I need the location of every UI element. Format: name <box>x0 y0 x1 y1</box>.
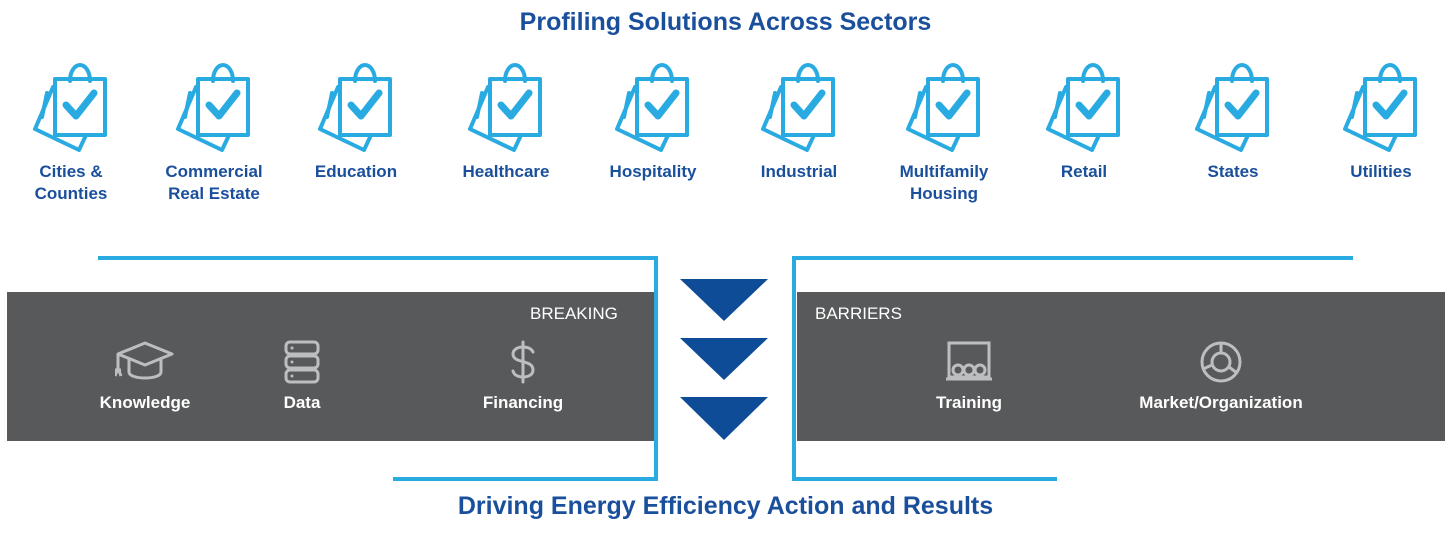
sector-label: Hospitality <box>609 162 697 181</box>
sector-label: Cities & Counties <box>34 162 108 203</box>
sector-label: Multifamily Housing <box>899 162 989 203</box>
clipboard-check-icon <box>176 63 250 152</box>
sector-label: Education <box>314 162 398 181</box>
top-title: Profiling Solutions Across Sectors <box>519 8 932 36</box>
bottom-title: Driving Energy Efficiency Action and Res… <box>457 492 994 520</box>
down-arrow-icon <box>680 397 768 440</box>
graduation-cap-icon <box>115 341 174 380</box>
sector-hospitality: Hospitality <box>588 55 718 183</box>
barrier-market-organization: Market/Organization <box>1136 340 1306 413</box>
left-bracket-top-line <box>98 256 658 260</box>
sector-label: Utilities <box>1350 162 1412 181</box>
breaking-band <box>7 292 654 441</box>
down-arrow-icon <box>680 279 768 321</box>
down-arrow-icon <box>680 338 768 380</box>
sector-states: States <box>1168 55 1298 183</box>
barriers-word: BARRIERS <box>815 304 902 323</box>
clipboard-check-icon <box>761 63 835 152</box>
sector-label: Industrial <box>760 162 838 181</box>
clipboard-check-icon <box>1343 63 1417 152</box>
breaking-word: BREAKING <box>530 304 618 323</box>
dollar-sign-icon <box>511 340 535 384</box>
sector-industrial: Industrial <box>734 55 864 183</box>
sector-education: Education <box>291 55 421 183</box>
barrier-label: Training <box>935 393 1003 412</box>
right-bracket-vertical-line <box>792 256 796 481</box>
sector-retail: Retail <box>1019 55 1149 183</box>
clipboard-check-icon <box>1046 63 1120 152</box>
barrier-data: Data <box>217 340 387 413</box>
clipboard-check-icon <box>615 63 689 152</box>
database-icon <box>284 340 320 384</box>
right-bracket-top-line <box>792 256 1353 260</box>
barrier-training: Training <box>884 340 1054 413</box>
barrier-label: Market/Organization <box>1139 393 1303 412</box>
down-arrows <box>680 279 768 440</box>
barrier-label: Data <box>283 393 321 412</box>
sector-label: Retail <box>1060 162 1108 181</box>
right-bracket-bottom-line <box>792 477 1057 481</box>
clipboard-check-icon <box>318 63 392 152</box>
barriers-band <box>797 292 1445 441</box>
donut-chart-icon <box>1200 341 1242 383</box>
barrier-knowledge: Knowledge <box>60 340 230 413</box>
sector-multifamily-housing: Multifamily Housing <box>879 55 1009 205</box>
clipboard-check-icon <box>33 63 107 152</box>
sector-label: States <box>1207 162 1259 181</box>
sector-utilities: Utilities <box>1316 55 1446 183</box>
sector-label: Healthcare <box>462 162 550 181</box>
left-bracket-bottom-line <box>393 477 658 481</box>
sector-cities-counties: Cities & Counties <box>6 55 136 205</box>
barrier-label: Knowledge <box>99 393 191 412</box>
sector-commercial-real-estate: Commercial Real Estate <box>149 55 279 205</box>
barrier-financing: Financing <box>438 340 608 413</box>
clipboard-check-icon <box>468 63 542 152</box>
left-bracket-vertical-line <box>654 256 658 481</box>
sector-label: Commercial Real Estate <box>165 162 263 203</box>
barrier-label: Financing <box>482 393 564 412</box>
clipboard-check-icon <box>906 63 980 152</box>
presentation-board-icon <box>946 341 992 381</box>
sector-healthcare: Healthcare <box>441 55 571 183</box>
clipboard-check-icon <box>1195 63 1269 152</box>
